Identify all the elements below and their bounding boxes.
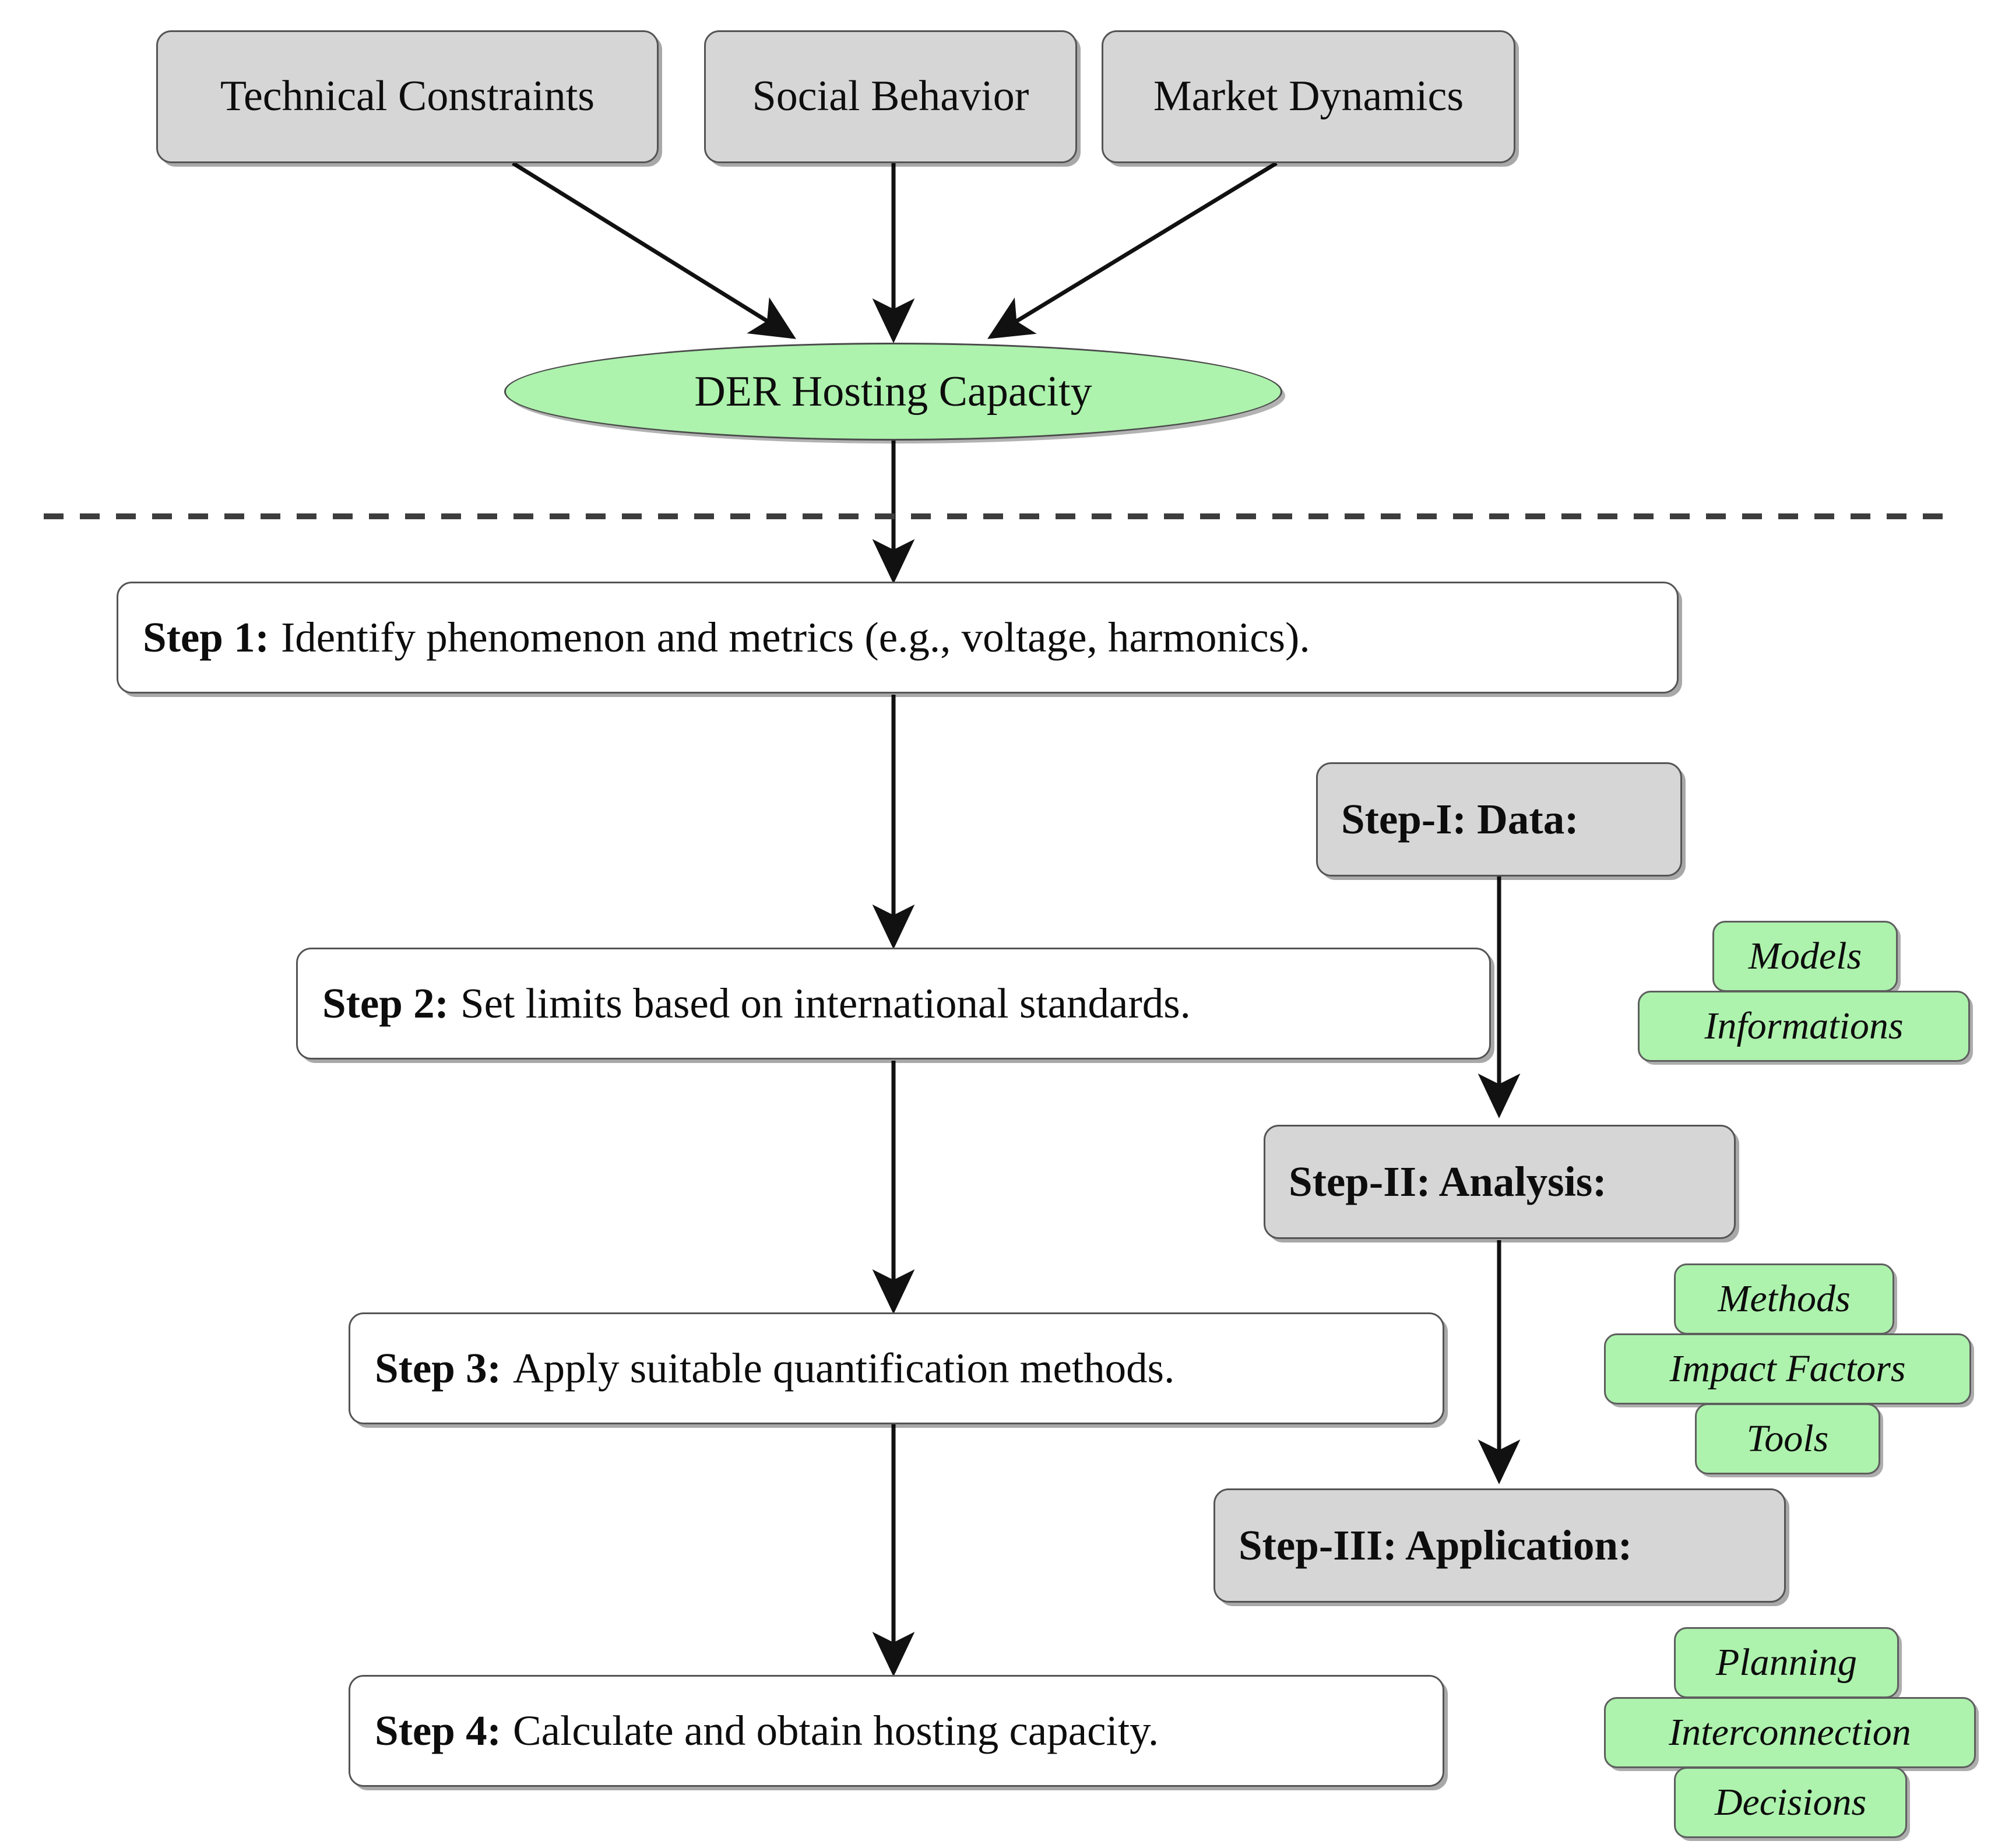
tag-label: Methods — [1718, 1277, 1851, 1321]
step-2-text: Set limits based on international standa… — [460, 980, 1191, 1027]
tag-models[interactable]: Models — [1712, 921, 1898, 992]
step-box-1[interactable]: Step 1: Identify phenomenon and metrics … — [117, 582, 1679, 694]
step-2-prefix: Step 2: — [322, 980, 449, 1027]
source-label: Market Dynamics — [1153, 72, 1464, 121]
stage-label: Step-II: Analysis: — [1289, 1157, 1607, 1205]
step-4-prefix: Step 4: — [375, 1707, 501, 1754]
source-box-social-behavior[interactable]: Social Behavior — [704, 30, 1077, 163]
step-box-2[interactable]: Step 2: Set limits based on internationa… — [296, 948, 1491, 1059]
tag-label: Models — [1748, 935, 1862, 978]
step-4-text: Calculate and obtain hosting capacity. — [512, 1707, 1159, 1754]
step-3-text: Apply suitable quantification methods. — [512, 1344, 1175, 1392]
step-box-4[interactable]: Step 4: Calculate and obtain hosting cap… — [349, 1675, 1444, 1787]
source-label: Social Behavior — [752, 72, 1029, 121]
tag-impact-factors[interactable]: Impact Factors — [1604, 1333, 1971, 1405]
source-box-technical-constraints[interactable]: Technical Constraints — [156, 30, 659, 163]
stage-label: Step-III: Application: — [1239, 1521, 1633, 1569]
tag-planning[interactable]: Planning — [1674, 1627, 1899, 1698]
stage-box-step-ii-analysis[interactable]: Step-II: Analysis: — [1264, 1125, 1736, 1239]
tag-label: Decisions — [1714, 1781, 1867, 1824]
step-3-prefix: Step 3: — [375, 1344, 501, 1392]
tag-methods[interactable]: Methods — [1674, 1263, 1894, 1335]
tag-decisions[interactable]: Decisions — [1674, 1767, 1907, 1838]
tag-label: Interconnection — [1669, 1711, 1911, 1754]
tag-label: Tools — [1746, 1417, 1829, 1460]
stage-box-step-i-data[interactable]: Step-I: Data: — [1316, 762, 1682, 877]
tag-interconnection[interactable]: Interconnection — [1604, 1697, 1976, 1768]
stage-label: Step-I: Data: — [1341, 795, 1579, 843]
tag-label: Planning — [1716, 1641, 1857, 1684]
tag-informations[interactable]: Informations — [1638, 991, 1970, 1062]
step-1-prefix: Step 1: — [143, 614, 269, 661]
stage-box-step-iii-application[interactable]: Step-III: Application: — [1213, 1488, 1786, 1603]
source-arrows — [512, 161, 1278, 343]
source-label: Technical Constraints — [220, 72, 595, 121]
central-node-der-hosting-capacity[interactable]: DER Hosting Capacity — [504, 343, 1282, 441]
tag-label: Impact Factors — [1669, 1347, 1906, 1391]
tag-tools[interactable]: Tools — [1695, 1403, 1880, 1474]
central-node-label: DER Hosting Capacity — [694, 367, 1092, 416]
source-box-market-dynamics[interactable]: Market Dynamics — [1102, 30, 1515, 163]
step-1-text: Identify phenomenon and metrics (e.g., v… — [280, 614, 1310, 661]
tag-label: Informations — [1704, 1005, 1904, 1048]
step-box-3[interactable]: Step 3: Apply suitable quantification me… — [349, 1312, 1444, 1424]
